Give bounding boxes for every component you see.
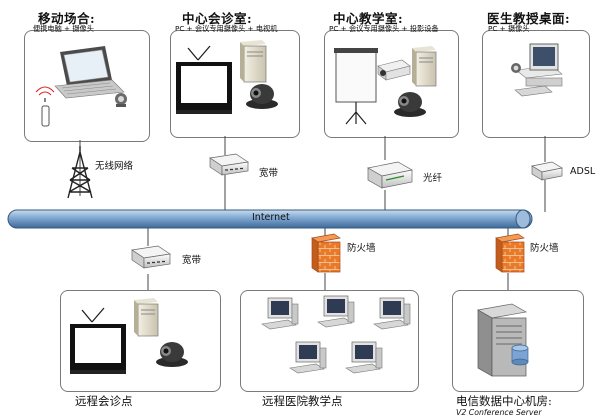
internet-label: Internet bbox=[252, 212, 290, 223]
webcam-icon bbox=[115, 93, 127, 107]
site-sublabel-datacenter: V2 Conference Server bbox=[456, 408, 542, 417]
radio-tower-icon bbox=[67, 146, 93, 199]
television-icon-remote bbox=[70, 307, 126, 374]
link-label-broadband-top: 宽带 bbox=[259, 168, 279, 179]
pc-tower-icon-teaching bbox=[412, 46, 437, 87]
site-subtitle-mobile: 便携电脑 + 摄像头 bbox=[33, 24, 94, 33]
pc-tower-icon-remote bbox=[134, 298, 159, 337]
adsl-modem-icon bbox=[531, 161, 563, 181]
conference-camera-icon bbox=[246, 84, 278, 109]
projection-screen-icon bbox=[334, 48, 378, 125]
conference-camera-icon-teaching bbox=[394, 92, 426, 117]
television-icon bbox=[176, 45, 232, 114]
broadband-switch-icon-top bbox=[209, 153, 249, 176]
site-label-datacenter: 电信数据中心机房: bbox=[456, 394, 552, 408]
link-label-wireless: 无线网络 bbox=[95, 161, 134, 172]
webcam-icon-desktop bbox=[511, 63, 521, 73]
desktop-pc-icon bbox=[514, 43, 563, 97]
workstation-icon bbox=[289, 341, 327, 374]
site-title-consult-room: 中心会诊室: bbox=[182, 11, 253, 26]
site-title-teaching-room: 中心教学室: bbox=[333, 11, 404, 26]
link-label-adsl: ADSL bbox=[570, 166, 596, 177]
broadband-switch-icon-bottom bbox=[131, 245, 171, 269]
database-icon bbox=[511, 344, 529, 366]
server-icon bbox=[476, 303, 528, 377]
site-title-mobile: 移动场合: bbox=[38, 11, 96, 26]
link-label-firewall-hospital: 防火墙 bbox=[347, 243, 376, 254]
site-subtitle-consult-room: PC + 会议专用摄像头 + 电视机 bbox=[175, 24, 278, 33]
laptop-icon bbox=[54, 46, 125, 99]
link-label-broadband-bottom: 宽带 bbox=[182, 255, 202, 266]
workstation-icon bbox=[345, 341, 383, 374]
site-title-doctor-desktop: 医生教授桌面: bbox=[487, 11, 571, 26]
workstation-group bbox=[261, 295, 411, 374]
site-label-remote-consult: 远程会诊点 bbox=[75, 394, 133, 408]
workstation-icon bbox=[373, 297, 411, 330]
firewall-icon-datacenter bbox=[495, 233, 525, 273]
workstation-icon bbox=[261, 297, 299, 330]
workstation-icon bbox=[317, 295, 355, 328]
site-subtitle-teaching-room: PC + 会议专用摄像头 + 投影设备 bbox=[329, 24, 439, 33]
internet-backbone-pipe bbox=[7, 209, 533, 229]
projector-icon bbox=[377, 59, 411, 81]
firewall-icon-hospital bbox=[311, 233, 341, 273]
site-subtitle-doctor-desktop: PC + 摄像头 bbox=[488, 24, 530, 33]
site-label-remote-hospital: 远程医院教学点 bbox=[262, 394, 343, 408]
link-label-fiber: 光纤 bbox=[423, 173, 443, 184]
wireless-access-point-icon bbox=[35, 86, 55, 127]
pc-tower-icon bbox=[240, 40, 267, 83]
fiber-router-icon bbox=[367, 161, 413, 189]
conference-camera-icon-remote bbox=[156, 342, 188, 367]
link-label-firewall-datacenter: 防火墙 bbox=[530, 243, 559, 254]
